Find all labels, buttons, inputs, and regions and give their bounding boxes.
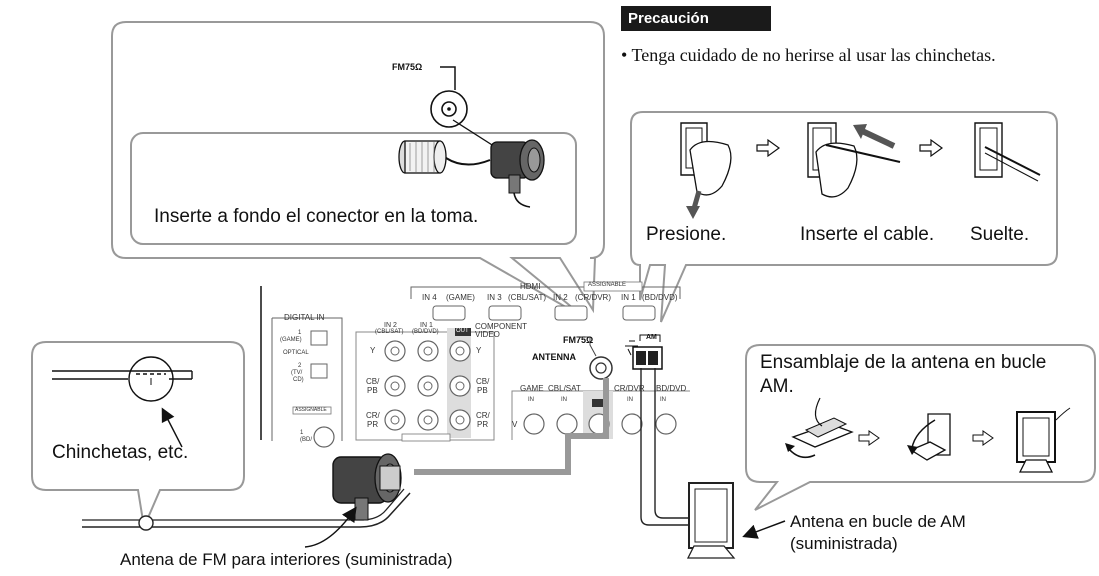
panel-antenna-label: ANTENNA [532,352,576,362]
am-antenna-label-1: Antena en bucle de AM [790,512,966,531]
panel-hdmi-in1-label: IN 1 [621,293,636,302]
panel-comp-in1-sub: (BD/DVD) [412,329,439,335]
panel-am-label: AM [646,334,657,341]
panel-in-label-2: IN [561,397,567,403]
panel-in-label-1: IN [528,397,534,403]
panel-comp-in1-label: IN 1 [420,322,433,329]
panel-pr-right-label: PR [477,420,489,429]
panel-cb-right-label: CB/ [476,377,490,386]
arrow-right-1-icon [756,138,781,158]
panel-opt2-sub: (TV/ [291,370,303,376]
fm-cable [82,378,609,531]
am-steps-bubble [630,111,1058,323]
pushpin-label: Chinchetas, etc. [52,442,189,463]
panel-opt1-label: 1 [298,330,302,336]
step-press-label: Presione. [646,224,727,245]
panel-cbl-sat-label: CBL/SAT [548,384,581,393]
fm-socket-icon [430,66,501,151]
panel-pb-right-label: PB [477,386,488,395]
panel-pr-left-label: PR [367,420,379,429]
loop-assembly-bubble [745,344,1096,511]
panel-pb-left-label: PB [367,386,378,395]
panel-hdmi-in2-sub: (CR/DVR) [575,293,611,302]
panel-opt1-sub: (GAME) [280,337,302,343]
panel-in-label-4: IN [627,397,633,403]
panel-cb-left-label: CB/ [366,377,380,386]
panel-bd-dvd-label: BD/DVD [656,384,687,393]
panel-cr-left-label: CR/ [366,411,380,420]
panel-hdmi-in4-sub: (GAME) [446,293,475,302]
pushpin-callout-bubble [31,341,245,531]
panel-comp-in2-label: IN 2 [384,322,397,329]
panel-hdmi-label: HDMI [520,282,541,291]
am-antenna-label-2: (suministrada) [790,534,898,553]
fm-plug-icon [398,139,545,208]
panel-hdmi-in2-label: IN 2 [553,293,568,302]
panel-y-left-label: Y [370,346,376,355]
fm-instruction-text: Inserte a fondo el conector en la toma. [154,206,479,227]
panel-hdmi-in1-sub: (BD/DVD) [642,293,678,302]
panel-hdmi-in4-label: IN 4 [422,293,437,302]
fm-label-arrow [304,506,357,548]
fm-antenna-label: Antena de FM para interiores (suministra… [120,550,453,569]
caution-heading: Precaución [621,6,771,31]
panel-v-label: V [512,420,518,429]
loop-assembly-title-2: AM. [760,376,794,397]
panel-game-label: GAME [520,384,544,393]
panel-digital-in-label: DIGITAL IN [284,313,325,322]
am-cable [640,368,786,559]
step-press-icon [680,122,732,219]
panel-one-label: 1 [300,430,304,436]
step-release-icon [974,122,1041,182]
rear-panel [260,281,690,448]
panel-out-label: OUT [456,328,469,334]
step-insert-cable-icon [807,122,901,198]
panel-comp-in2-sub: (CBL/SAT) [375,329,404,335]
step-release-label: Suelte. [970,224,1030,245]
panel-in-label-5: IN [660,397,666,403]
panel-opt2-label: 2 [298,363,302,369]
panel-bd-small-label: (BD/ [300,437,312,443]
caution-text: • Tenga cuidado de no herirse al usar la… [621,45,996,65]
arrow-right-2-icon [919,138,944,158]
fm-callout-connector-label: FM75Ω [392,62,423,72]
panel-cr-right-label: CR/ [476,411,490,420]
panel-optical-label: OPTICAL [283,350,309,356]
panel-fm75-label: FM75Ω [563,335,594,345]
panel-cr-dvr-label: CR/DVR [614,384,645,393]
panel-opt2-sub2: CD) [293,377,304,383]
panel-video-label: VIDEO [475,330,500,339]
panel-hdmi-in3-label: IN 3 [487,293,502,302]
panel-assignable-lower-label: ASSIGNABLE [295,407,327,413]
panel-y-right-label: Y [476,346,482,355]
step-insert-label: Inserte el cable. [800,224,935,245]
panel-hdmi-in3-sub: (CBL/SAT) [508,293,547,302]
loop-assembly-title-1: Ensamblaje de la antena en bucle [760,352,1047,373]
fm-callout-bubble [111,21,605,319]
panel-component-label: COMPONENT [475,322,527,331]
panel-assignable-label: ASSIGNABLE [588,282,627,288]
